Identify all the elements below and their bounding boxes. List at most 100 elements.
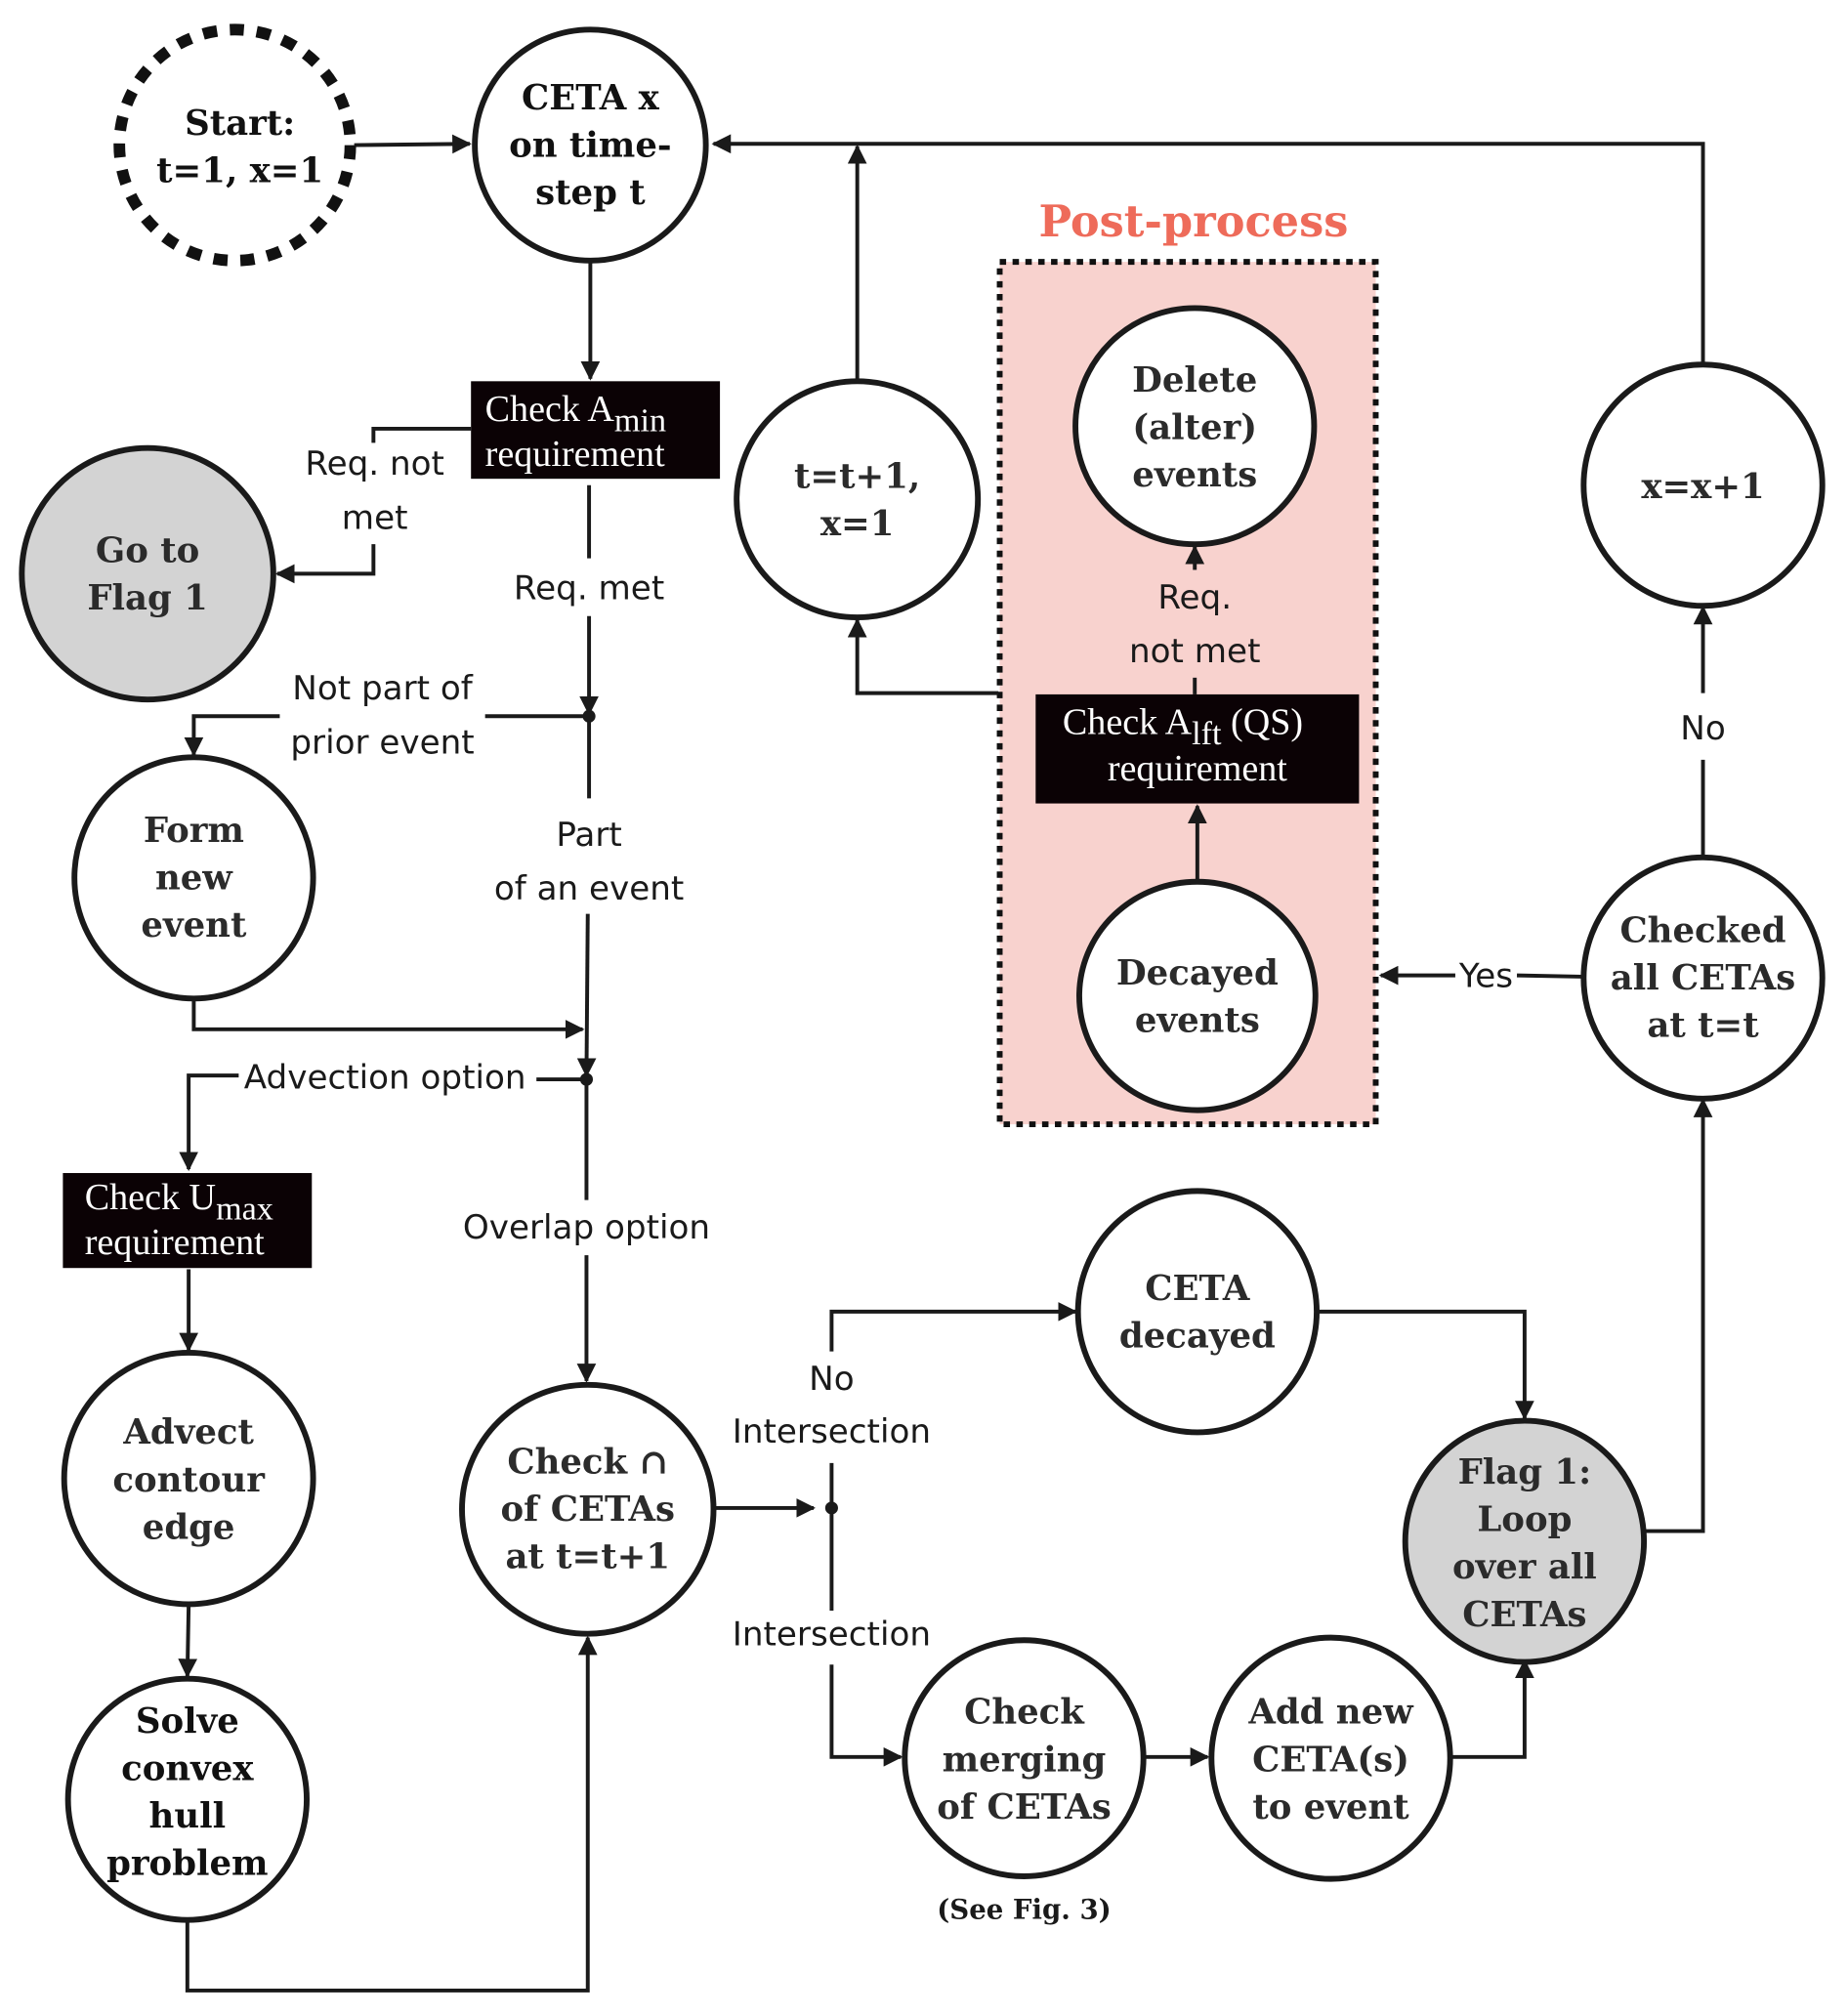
node-flag-1: Flag 1: Loop over all CETAs <box>1402 1417 1648 1665</box>
node-check-merging: Check merging of CETAs <box>902 1637 1147 1879</box>
check-umax-line1: Check Umax <box>85 1177 273 1228</box>
edge-advection-b <box>179 1073 239 1172</box>
label-overlap-option: Overlap option <box>463 1208 710 1247</box>
edge-flag-to-checked <box>1645 1098 1713 1533</box>
svg-text:decayed: decayed <box>1119 1317 1276 1357</box>
edge-amin-req-not-met-a <box>371 426 472 443</box>
post-process-title: Post-process <box>1038 195 1348 247</box>
svg-text:Req.: Req. <box>1157 578 1232 617</box>
svg-text:CETA x: CETA x <box>522 78 660 118</box>
svg-text:not met: not met <box>1129 632 1260 671</box>
node-x-increment: x=x+1 <box>1580 361 1826 609</box>
svg-text:Flag 1: Flag 1 <box>87 578 207 618</box>
svg-text:at t=t: at t=t <box>1647 1006 1759 1046</box>
label-advection-option: Advection option <box>244 1058 526 1097</box>
svg-text:Check: Check <box>964 1693 1085 1733</box>
edge-x-inc-to-ceta <box>711 134 1705 363</box>
edge-not-part-b <box>184 714 280 757</box>
svg-text:Part: Part <box>556 816 621 855</box>
node-add-new-ceta: Add new CETA(s) to event <box>1208 1634 1453 1882</box>
svg-text:(alter): (alter) <box>1132 407 1257 447</box>
edge-advect-to-solve <box>178 1605 198 1679</box>
svg-text:Solve: Solve <box>136 1701 239 1742</box>
svg-text:Add new: Add new <box>1247 1693 1414 1733</box>
check-umax-line2: requirement <box>85 1222 265 1263</box>
edge-add-to-flag <box>1449 1658 1534 1759</box>
edge-decayed-to-flag <box>1318 1309 1534 1420</box>
edge-solve-to-check <box>185 1635 598 1993</box>
svg-text:Check ∩: Check ∩ <box>507 1442 668 1482</box>
svg-text:Decayed: Decayed <box>1116 953 1279 993</box>
edge-amin-req-not-met-b <box>274 544 376 584</box>
svg-text:Flag 1:: Flag 1: <box>1458 1452 1592 1492</box>
check-amin-line1: Check Amin <box>485 389 666 440</box>
label-pp-req-not-met: Req. not met <box>1129 578 1260 671</box>
svg-text:of an event: of an event <box>494 869 685 908</box>
svg-text:convex: convex <box>121 1748 254 1788</box>
edge-yes-a <box>1516 973 1583 979</box>
svg-text:Intersection: Intersection <box>733 1412 931 1451</box>
label-part-of-event: Part of an event <box>494 816 685 908</box>
label-no-intersection: No Intersection <box>733 1360 931 1451</box>
check-amin-box: Check Amin requirement <box>471 381 721 480</box>
svg-text:CETA(s): CETA(s) <box>1252 1740 1409 1780</box>
svg-text:merging: merging <box>943 1740 1107 1780</box>
svg-text:Delete: Delete <box>1132 360 1257 400</box>
node-solve-hull: Solve convex hull problem <box>64 1675 310 1923</box>
svg-text:of CETAs: of CETAs <box>937 1787 1111 1827</box>
svg-text:Go to: Go to <box>96 531 199 571</box>
svg-text:Checked: Checked <box>1619 910 1785 950</box>
check-alft-line2: requirement <box>1108 748 1287 789</box>
svg-text:Req. not: Req. not <box>305 444 444 483</box>
svg-text:x=1: x=1 <box>820 504 895 544</box>
edge-form-to-main <box>191 996 585 1039</box>
node-go-to-flag: Go to Flag 1 <box>19 444 276 703</box>
label-not-part-prior: Not part of prior event <box>290 669 474 762</box>
svg-text:edge: edge <box>143 1507 235 1547</box>
label-req-met: Req. met <box>514 569 664 609</box>
check-umax-box: Check Umax requirement <box>63 1172 313 1269</box>
svg-text:events: events <box>1135 1000 1260 1040</box>
svg-text:event: event <box>141 905 247 945</box>
node-ceta-decayed: CETA decayed <box>1074 1188 1321 1436</box>
svg-text:of CETAs: of CETAs <box>501 1490 675 1530</box>
edge-pp-to-t-inc <box>847 617 999 695</box>
svg-text:Loop: Loop <box>1477 1500 1572 1540</box>
node-t-increment: t=t+1, x=1 <box>734 378 982 621</box>
edge-part-b <box>576 913 597 1078</box>
node-delete-events: Delete (alter) events <box>1072 305 1318 548</box>
svg-text:hull: hull <box>149 1796 227 1836</box>
check-amin-line2: requirement <box>485 434 665 475</box>
edge-start-to-ceta <box>354 134 472 154</box>
svg-text:problem: problem <box>106 1844 269 1884</box>
svg-text:events: events <box>1132 455 1257 495</box>
svg-text:CETA: CETA <box>1145 1269 1250 1309</box>
svg-text:to event: to event <box>1252 1787 1409 1827</box>
svg-text:step t: step t <box>535 173 646 213</box>
svg-text:Form: Form <box>144 811 244 851</box>
svg-text:Start:: Start: <box>185 104 295 144</box>
svg-text:new: new <box>155 859 233 899</box>
svg-text:over all: over all <box>1452 1547 1597 1587</box>
label-req-not-met: Req. not met <box>305 444 444 537</box>
svg-text:t=t+1,: t=t+1, <box>794 456 920 496</box>
svg-text:t=1, x=1: t=1, x=1 <box>156 151 323 191</box>
node-ceta-x: CETA x on time- step t <box>472 26 709 264</box>
svg-text:contour: contour <box>112 1460 266 1500</box>
node-start: Start: t=1, x=1 <box>113 23 357 267</box>
svg-text:CETAs: CETAs <box>1462 1595 1586 1635</box>
see-fig-note: (See Fig. 3) <box>937 1893 1111 1925</box>
node-checked-all: Checked all CETAs at t=t <box>1580 854 1826 1102</box>
svg-text:met: met <box>342 498 408 537</box>
label-no: No <box>1680 709 1725 748</box>
svg-text:on time-: on time- <box>509 125 671 165</box>
svg-text:Advect: Advect <box>122 1412 254 1452</box>
svg-text:Not part of: Not part of <box>292 669 473 708</box>
node-advect: Advect contour edge <box>61 1349 316 1608</box>
svg-text:prior event: prior event <box>290 723 474 762</box>
svg-text:at t=t+1: at t=t+1 <box>505 1537 670 1577</box>
svg-text:No: No <box>809 1360 854 1399</box>
check-alft-line1: Check Alft (QS) <box>1063 702 1303 753</box>
svg-text:all CETAs: all CETAs <box>1611 958 1795 998</box>
